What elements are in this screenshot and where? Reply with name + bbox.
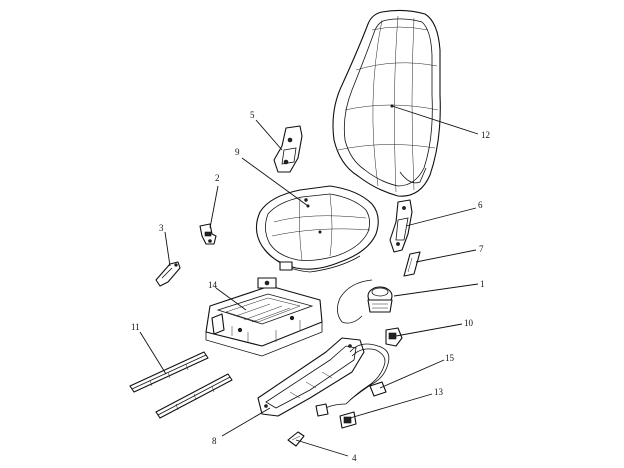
leader-12 (391, 105, 479, 135)
callout-labels: 1 2 3 4 5 6 7 8 9 10 11 12 13 14 15 (131, 110, 490, 463)
leader-13 (349, 393, 433, 419)
leader-1 (393, 283, 479, 297)
part-15-harness (317, 343, 390, 413)
callout-12: 12 (481, 130, 490, 140)
callout-3: 3 (159, 223, 164, 233)
leader-4 (295, 439, 349, 457)
callout-11: 11 (131, 322, 140, 332)
part-10-connector (385, 327, 403, 347)
callout-8: 8 (212, 436, 217, 446)
part-1-motor (337, 279, 393, 324)
part-2-latch (199, 223, 217, 245)
part-11-rails (129, 351, 233, 419)
part-4-clip (287, 431, 305, 447)
callout-5: 5 (250, 110, 255, 120)
part-12-backrest (332, 9, 441, 197)
leader-14 (215, 287, 247, 311)
leader-8 (221, 407, 271, 437)
callout-6: 6 (478, 200, 483, 210)
callout-15: 15 (445, 353, 455, 363)
leader-3 (164, 231, 171, 267)
callout-7: 7 (479, 244, 484, 254)
part-3-pin (155, 261, 181, 287)
leader-2 (209, 185, 219, 229)
leader-6 (405, 207, 477, 227)
leader-7 (415, 249, 477, 263)
callout-1: 1 (480, 279, 485, 289)
part-13-connector (315, 403, 357, 429)
callout-10: 10 (464, 318, 474, 328)
leader-9 (241, 157, 309, 207)
part-6-side-bracket (389, 199, 413, 253)
callout-14: 14 (208, 280, 218, 290)
leader-5 (255, 119, 283, 151)
callout-13: 13 (434, 387, 444, 397)
part-7-plate (403, 251, 421, 277)
leader-11 (139, 331, 167, 375)
part-9-cushion (255, 185, 379, 273)
part-8-side-trim (257, 337, 365, 417)
callout-2: 2 (215, 173, 220, 183)
callout-4: 4 (352, 453, 357, 463)
callout-9: 9 (235, 147, 240, 157)
leader-15 (379, 359, 445, 389)
part-5-hinge-bracket (273, 125, 303, 173)
leader-lines (139, 104, 479, 457)
part-14-seat-frame (205, 277, 323, 357)
leader-10 (395, 323, 463, 337)
